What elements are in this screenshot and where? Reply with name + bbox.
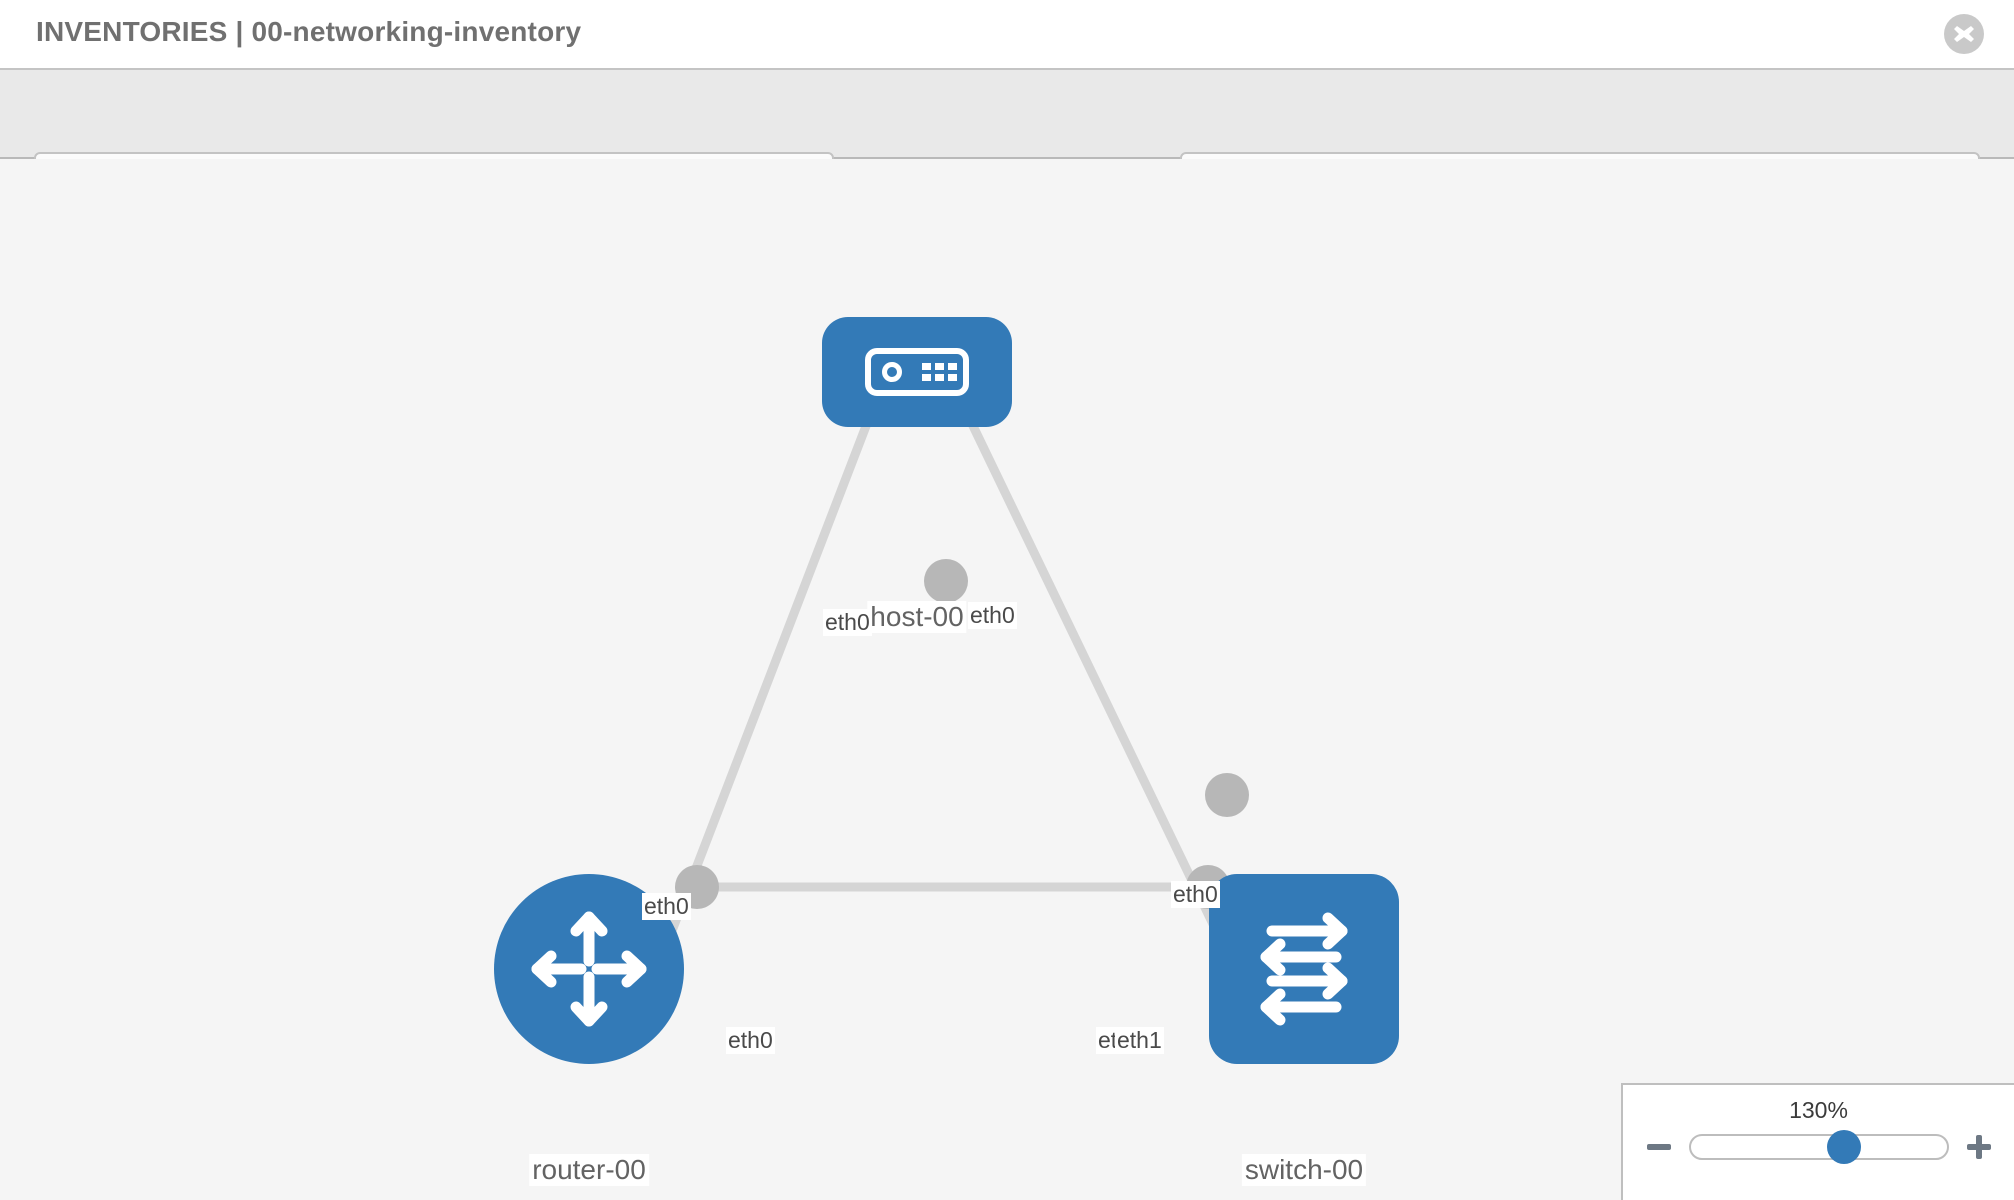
interface-label-switch-left: eth1 <box>1115 1027 1164 1054</box>
zoom-level-value: 130% <box>1789 1097 1848 1123</box>
interface-label-host-right: eth0 <box>968 602 1017 629</box>
host-node-shape[interactable] <box>822 317 1012 427</box>
node-label-host-00: host-00 <box>867 601 967 633</box>
interface-label-router-up: eth0 <box>642 893 691 920</box>
page-header: INVENTORIES | 00-networking-inventory <box>0 0 2014 68</box>
node-label-switch-00: switch-00 <box>1241 1154 1367 1186</box>
port-nub-switch-top[interactable] <box>1205 773 1249 817</box>
port-nub-host-bottom[interactable] <box>924 559 968 603</box>
zoom-out-button[interactable] <box>1645 1133 1673 1161</box>
toolbar: ACTIONS SEARCH <box>0 68 2014 206</box>
interface-label-router-right: eth0 <box>726 1027 775 1054</box>
page-title: INVENTORIES | 00-networking-inventory <box>36 16 582 47</box>
zoom-control-row <box>1623 1130 2014 1164</box>
zoom-in-button[interactable] <box>1965 1133 1993 1161</box>
node-label-router-00: router-00 <box>529 1154 649 1186</box>
switch-node-shape[interactable] <box>1209 874 1399 1064</box>
topology-canvas[interactable]: host-00 router-00 <box>0 159 2014 1200</box>
link-host-switch[interactable] <box>943 372 1230 951</box>
interface-label-host-left: eth0 <box>823 609 872 636</box>
link-host-router[interactable] <box>660 372 891 951</box>
topology-node-router-00[interactable]: router-00 <box>494 874 684 1186</box>
server-icon <box>865 348 969 396</box>
zoom-control-panel: 130% <box>1621 1083 2014 1200</box>
switch-icon <box>1260 912 1348 1026</box>
topology-node-switch-00[interactable]: switch-00 <box>1209 874 1399 1186</box>
topology-node-host-00[interactable]: host-00 <box>822 317 1012 633</box>
topology-links <box>660 372 1230 951</box>
zoom-slider[interactable] <box>1688 1130 1949 1164</box>
zoom-slider-handle[interactable] <box>1827 1130 1862 1164</box>
interface-label-switch-up: eth0 <box>1171 881 1220 908</box>
router-node-shape[interactable] <box>494 874 684 1064</box>
router-icon <box>531 911 647 1027</box>
close-icon[interactable] <box>1944 14 1984 54</box>
